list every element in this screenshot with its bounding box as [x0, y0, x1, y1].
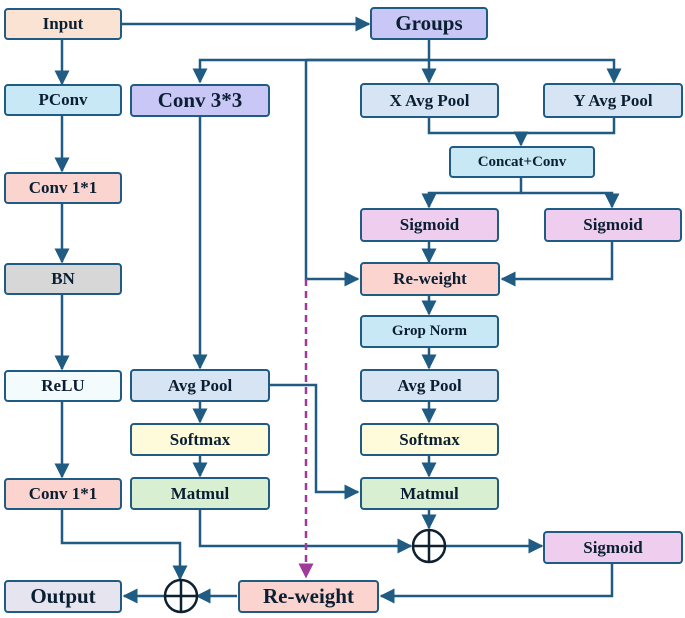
edge-pools-concat: [427, 117, 616, 145]
group-norm-node: Grop Norm: [360, 315, 499, 348]
sum-node-bottom: [163, 578, 199, 614]
input-node: Input: [4, 8, 122, 40]
sum-node-right: [411, 528, 447, 564]
edge-sig2-reweight1: [500, 241, 614, 287]
matmul-left-node: Matmul: [130, 477, 270, 510]
bn-node: BN: [4, 263, 122, 295]
reweight-bottom-node: Re-weight: [238, 580, 379, 613]
edge-concat-sig2: [521, 191, 620, 209]
groups-node: Groups: [370, 7, 488, 40]
edge-matmul-l-plus: [198, 509, 413, 554]
avg-pool-left-node: Avg Pool: [130, 369, 270, 402]
x-avg-pool-node: X Avg Pool: [360, 83, 499, 118]
edge-concat-sig1: [421, 177, 523, 209]
matmul-right-node: Matmul: [360, 477, 499, 510]
edge-groups-conv3: [192, 58, 429, 84]
avg-pool-right-node: Avg Pool: [360, 369, 499, 402]
softmax-right-node: Softmax: [360, 423, 499, 456]
concat-conv-node: Concat+Conv: [449, 146, 595, 178]
relu-node: ReLU: [4, 370, 122, 402]
reweight-top-node: Re-weight: [360, 262, 500, 296]
sigmoid-left-node: Sigmoid: [360, 208, 499, 242]
conv3x3-node: Conv 3*3: [130, 84, 270, 117]
edge-sig3-reweight2: [379, 563, 614, 604]
output-node: Output: [4, 580, 122, 613]
edge-avgpool-l-matmul-r: [270, 383, 360, 500]
softmax-left-node: Softmax: [130, 423, 270, 456]
edge-groups-ypool: [306, 58, 622, 84]
conv1x1-bottom-node: Conv 1*1: [4, 478, 122, 510]
sigmoid-right-node: Sigmoid: [544, 208, 682, 242]
y-avg-pool-node: Y Avg Pool: [543, 83, 683, 118]
pconv-node: PConv: [4, 84, 122, 116]
edge-conv1b-plus: [60, 509, 188, 581]
edge-groups-reweight1: [304, 60, 360, 287]
sigmoid-bottom-node: Sigmoid: [543, 531, 683, 564]
conv1x1-top-node: Conv 1*1: [4, 172, 122, 204]
